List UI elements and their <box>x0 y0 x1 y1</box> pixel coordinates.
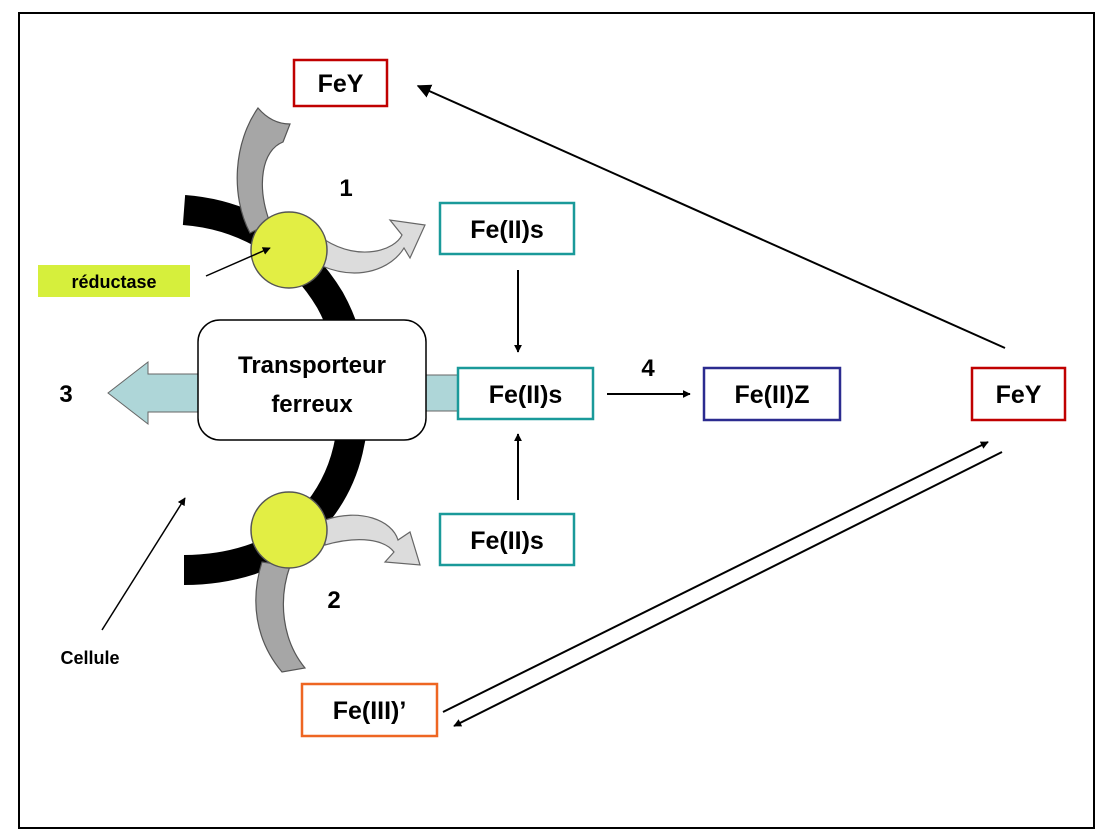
gray-curve-arrow-top <box>236 107 291 234</box>
svg-text:FeY: FeY <box>318 70 364 98</box>
arrow-fe3-to-fey <box>442 441 989 713</box>
step-number-4: 4 <box>641 355 655 382</box>
gray-curve-arrow-bottom <box>255 561 307 673</box>
step-number-3: 3 <box>59 381 72 408</box>
pointer-cellule <box>101 497 186 631</box>
svg-text:Fe(II)Z: Fe(II)Z <box>735 381 810 409</box>
fe2s-bottom-box: Fe(II)s <box>438 512 576 567</box>
transporteur-box <box>197 319 427 441</box>
arrow-fey-right-to-fey-top <box>416 84 1006 349</box>
diagram-frame <box>18 12 1095 829</box>
step-number-2: 2 <box>327 587 340 614</box>
fe2z-box: Fe(II)Z <box>702 366 842 422</box>
fe2s-top-box: Fe(II)s <box>438 201 576 256</box>
svg-text:FeY: FeY <box>996 381 1042 409</box>
pointer-reductase <box>205 247 271 277</box>
fey-top-box: FeY <box>292 58 389 108</box>
cellule-label: Cellule <box>60 648 119 668</box>
svg-text:Fe(II)s: Fe(II)s <box>470 527 544 555</box>
fe2s-mid-box: Fe(II)s <box>456 366 595 421</box>
transporteur-label-1: Transporteur <box>238 352 386 379</box>
fey-right-box: FeY <box>970 366 1067 422</box>
svg-text:Fe(II)s: Fe(II)s <box>489 381 563 409</box>
transport-arrow-left <box>107 360 205 426</box>
transporteur-label-2: ferreux <box>271 391 353 418</box>
svg-text:Fe(II)s: Fe(II)s <box>470 216 544 244</box>
reductase-circle-bottom <box>250 491 328 569</box>
reductase-circle-top <box>250 211 328 289</box>
reductase-label: réductase <box>71 272 156 292</box>
light-curve-arrow-bottom <box>324 514 421 566</box>
light-curve-arrow-top <box>321 219 426 274</box>
reductase-label-bg <box>38 265 190 297</box>
step-number-1: 1 <box>339 175 352 202</box>
arrow-fey-to-fe3 <box>453 451 1003 727</box>
fe3-box: Fe(III)’ <box>300 682 439 738</box>
svg-text:Fe(III)’: Fe(III)’ <box>333 697 407 725</box>
